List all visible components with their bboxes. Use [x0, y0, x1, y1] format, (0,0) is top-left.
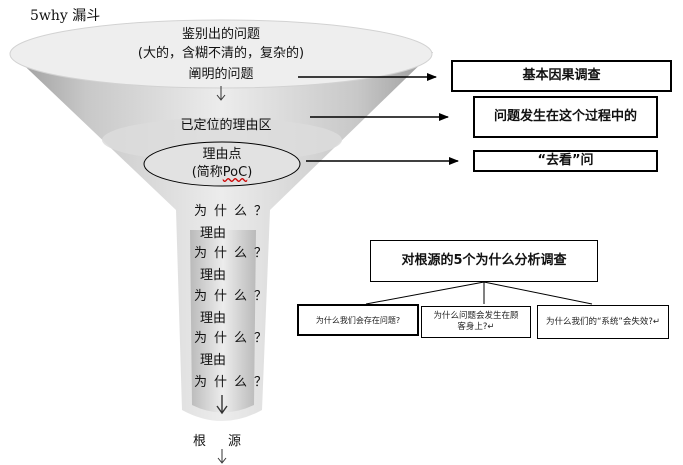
process-box: 问题发生在这个过程中的 — [473, 96, 658, 138]
down-arrow-icon — [217, 449, 227, 464]
reason-label: 理由 — [200, 226, 227, 241]
reason-label: 理由 — [200, 268, 227, 283]
why-question: 为什么？ — [194, 289, 275, 304]
funnel-stem-shading — [190, 230, 256, 413]
go-see-box: “去看”问 — [473, 150, 658, 172]
identified-problem-label: 鉴别出的问题 — [181, 27, 260, 42]
poc-ellipse — [143, 141, 301, 187]
analysis-item-system: 为什么我们的“系统”会失效?↵ — [537, 305, 669, 339]
poc-abbreviation: (简称PoC) — [162, 164, 282, 181]
located-reason-area-label: 已定位的理由区 — [180, 118, 272, 133]
down-arrow-icon — [216, 86, 226, 101]
clarified-problem-label: 阐明的问题 — [188, 67, 254, 82]
poc-abbr: PoC — [222, 165, 248, 180]
down-arrow-icon — [216, 395, 228, 415]
poc-prefix: (简称 — [191, 165, 223, 180]
poc-suffix: ) — [247, 165, 253, 180]
analysis-title-box: 对根源的5个为什么分析调查 — [370, 240, 598, 282]
reason-label: 理由 — [200, 311, 227, 326]
poc-label: 理由点 — [202, 147, 242, 162]
why-question: 为什么？ — [194, 375, 275, 390]
reason-label: 理由 — [200, 353, 227, 368]
analysis-item-problem: 为什么我们会存在问题? — [297, 304, 419, 336]
problem-qualifier-label: (大的，含糊不清的，复杂的) — [137, 46, 305, 61]
why-question: 为什么？ — [194, 331, 275, 346]
basic-cause-box: 基本因果调查 — [451, 60, 672, 92]
root-cause-label: 根源 — [193, 434, 264, 449]
page-title: 5why 漏斗 — [30, 8, 101, 24]
why-question: 为什么？ — [194, 246, 275, 261]
analysis-connectors — [365, 281, 593, 305]
analysis-item-customer: 为什么问题会发生在顾客身上?↵ — [421, 306, 531, 338]
why-question: 为什么？ — [194, 204, 275, 219]
